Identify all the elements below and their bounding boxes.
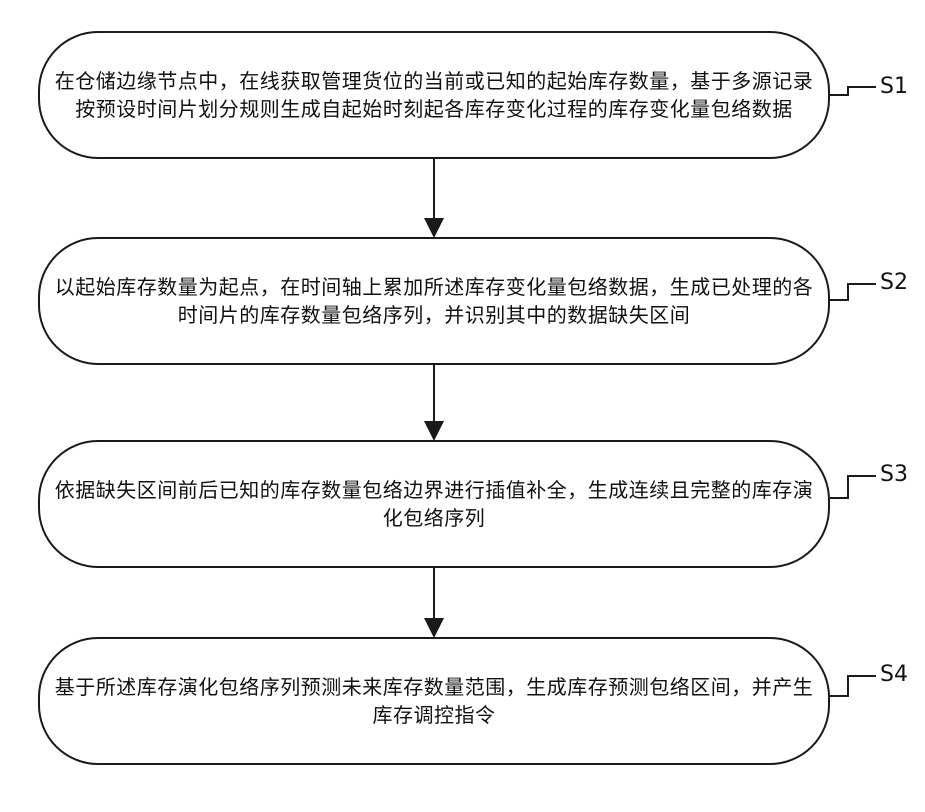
step-label-s3: S3 [880,462,908,487]
step-text-s2: 以起始库存数量为起点，在时间轴上累加所述库存变化量包络数据，生成已处理的各时间片… [54,273,814,329]
step-text-s3: 依据缺失区间前后已知的库存数量包络边界进行插值补全，生成连续且完整的库存演化包络… [54,476,814,532]
leader-s1 [830,87,876,95]
step-label-s1: S1 [880,74,908,99]
step-text-s1: 在仓储边缘节点中，在线获取管理货位的当前或已知的起始库存数量，基于多源记录按预设… [54,67,814,123]
step-box-s2: 以起始库存数量为起点，在时间轴上累加所述库存变化量包络数据，生成已处理的各时间片… [38,237,830,365]
step-box-s4: 基于所述库存演化包络序列预测未来库存数量范围，生成库存预测包络区间，并产生库存调… [38,637,830,765]
step-box-s1: 在仓储边缘节点中，在线获取管理货位的当前或已知的起始库存数量，基于多源记录按预设… [38,31,830,159]
step-text-s4: 基于所述库存演化包络序列预测未来库存数量范围，生成库存预测包络区间，并产生库存调… [54,673,814,729]
step-label-s2: S2 [880,270,908,295]
leader-s3 [830,476,876,498]
step-box-s3: 依据缺失区间前后已知的库存数量包络边界进行插值补全，生成连续且完整的库存演化包络… [38,440,830,568]
leader-s2 [830,284,876,300]
leader-s4 [830,676,876,696]
step-label-s4: S4 [880,662,908,687]
